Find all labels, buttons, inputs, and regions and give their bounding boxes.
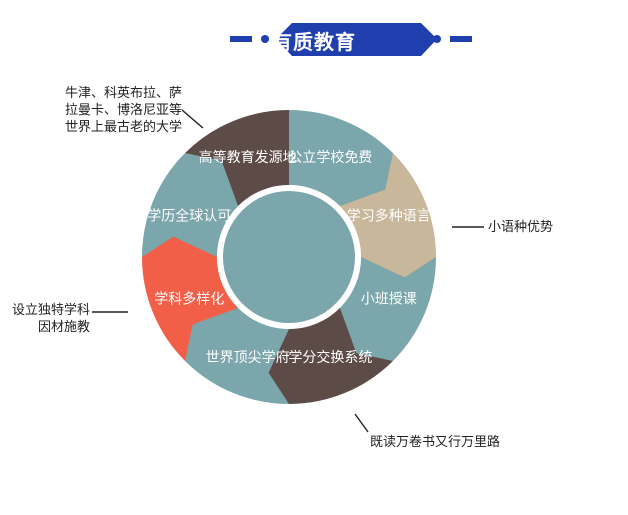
header-banner <box>230 23 472 56</box>
annotation-right: 小语种优势 <box>488 220 554 235</box>
banner-right-dot <box>433 35 441 43</box>
wheel-segment-7 <box>142 153 239 257</box>
banner-title-box <box>276 23 437 56</box>
wheel-segment-label-5: 世界顶尖学府 <box>206 350 290 366</box>
wheel-segment-5 <box>185 307 289 404</box>
annotation-bottom: 既读万卷书又行万里路 <box>370 435 501 450</box>
wheel-segments <box>142 110 436 404</box>
wheel-segment-3 <box>339 257 436 361</box>
banner-right-bar <box>450 36 472 42</box>
wheel-segment-label-2: 学习多种语言 <box>347 208 431 225</box>
leader-top-left <box>181 109 204 129</box>
wheel-segment-label-6: 学科多样化 <box>154 290 224 307</box>
page-title: 有质教育 <box>272 30 356 54</box>
wheel-center-disc <box>223 191 355 323</box>
annotation-top-left: 牛津、科英布拉、萨 拉曼卡、博洛尼亚等 世界上最古老的大学 <box>62 85 182 136</box>
annotation-left: 设立独特学科 因材施教 <box>6 302 90 336</box>
annotation-leaders <box>92 109 484 433</box>
wheel-segment-1 <box>289 110 393 207</box>
annotation-top-left-line3: 世界上最古老的大学 <box>64 120 182 135</box>
annotation-left-line2: 因材施教 <box>37 320 90 335</box>
annotation-top-left-line1: 牛津、科英布拉、萨 <box>64 86 182 101</box>
banner-left-dot <box>261 35 269 43</box>
banner-left-bar <box>230 36 252 42</box>
wheel-segment-label-3: 小班授课 <box>361 291 417 307</box>
wheel-segment-label-1: 公立学校免费 <box>288 149 372 166</box>
leader-bottom <box>354 413 369 433</box>
wheel-segment-label-4: 学分交换系统 <box>288 349 372 366</box>
annotation-left-line1: 设立独特学科 <box>11 303 90 318</box>
wheel-segment-label-7: 学历全球认可 <box>147 208 231 225</box>
annotation-top-left-line2: 拉曼卡、博洛尼亚等 <box>64 103 182 118</box>
wheel-segment-label-8: 高等教育发源地 <box>199 149 297 166</box>
